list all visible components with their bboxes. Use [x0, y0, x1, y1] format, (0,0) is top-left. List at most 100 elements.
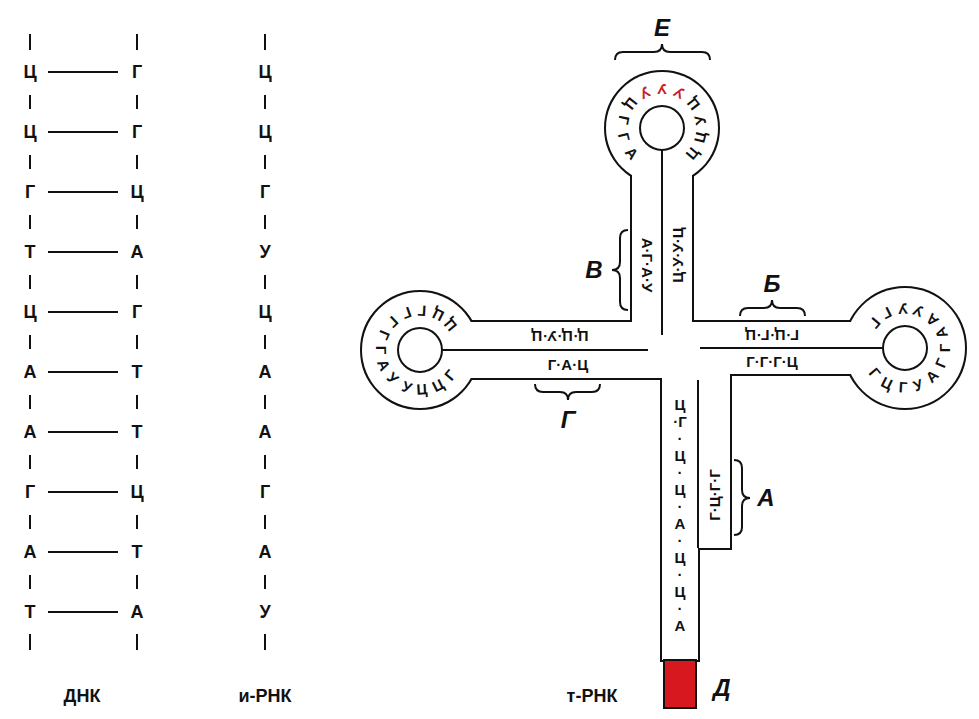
loop-nucleotide: Ц — [691, 130, 708, 144]
loop-nucleotide: Г — [400, 305, 413, 322]
nucleotide-letter: Т — [25, 603, 36, 621]
loop-nucleotide: Г — [880, 305, 894, 322]
loop-nucleotide: У — [400, 378, 414, 395]
anticodon-nucleotide: У — [672, 84, 687, 102]
loop-nucleotide: Г — [867, 365, 884, 381]
loop-nucleotide: А — [923, 310, 941, 328]
loop-nucleotide: А — [623, 144, 641, 162]
anticodon-nucleotide: У — [637, 84, 652, 102]
nucleotide-letter: Т — [25, 243, 36, 261]
loop-nucleotide: Г — [616, 131, 633, 143]
stem-sequence: Г·Г·Г·Ц — [746, 354, 797, 369]
nucleotide-letter: А — [259, 543, 272, 561]
nucleotide-letter: Ц — [130, 183, 143, 201]
nucleotide-letter: А — [24, 543, 37, 561]
trna-body — [362, 72, 965, 660]
loop-nucleotide: А — [375, 357, 393, 373]
nucleotide-letter: У — [259, 603, 270, 621]
nucleotide-letter: Г — [132, 123, 142, 141]
trna-body — [662, 340, 698, 660]
nucleotide-letter: Г — [25, 183, 35, 201]
loop-nucleotide: А — [923, 367, 941, 385]
loop-nucleotide: Г — [374, 346, 389, 355]
loop-nucleotide: Ц — [683, 95, 702, 113]
brace — [734, 460, 750, 535]
nucleotide-letter: Ц — [258, 63, 271, 81]
loop-nucleotide: У — [692, 114, 709, 126]
part-letter: Е — [654, 16, 670, 40]
trna-body — [698, 370, 730, 548]
acceptor-sequence: Ц·Г·Ц·Ц·А·Ц·Ц·А — [673, 396, 688, 634]
nucleotide-letter: У — [259, 243, 270, 261]
nucleotide-letter: А — [24, 363, 37, 381]
nucleotide-letter: Г — [260, 483, 270, 501]
nucleotide-letter: Ц — [130, 483, 143, 501]
anticodon-nucleotide: У — [657, 82, 666, 97]
loop-nucleotide: Ц — [683, 144, 702, 162]
stem-sequence: Ц·Ц·У·Ц — [531, 329, 588, 344]
brace — [535, 384, 600, 400]
nucleotide-letter: А — [259, 423, 272, 441]
loop-nucleotide: А — [932, 325, 950, 341]
part-letter: Б — [764, 272, 781, 296]
loop-nucleotide: Г — [418, 303, 427, 318]
nucleotide-letter: Т — [132, 363, 143, 381]
nucleotide-letter: Т — [132, 543, 143, 561]
loop-nucleotide: У — [898, 301, 908, 317]
nucleotide-letter: Г — [132, 63, 142, 81]
loop-nucleotide: Г — [867, 315, 884, 331]
nucleotide-letter: Ц — [258, 303, 271, 321]
loop-nucleotide: Г — [937, 344, 952, 353]
molecule-label: и-РНК — [238, 687, 291, 705]
loop-centre — [640, 106, 684, 150]
loop-nucleotide: У — [911, 303, 925, 320]
nucleotide-letter: Ц — [23, 123, 36, 141]
nucleotide-letter: Г — [132, 303, 142, 321]
loop-nucleotide: У — [911, 376, 925, 393]
nucleotide-letter: А — [131, 603, 144, 621]
loop-nucleotide: Ц — [441, 316, 460, 334]
dna-lines — [30, 34, 265, 650]
trna-outline — [698, 370, 730, 548]
stem-sequence: Г·Ц·Г·Ц — [745, 328, 799, 343]
molecule-label: ДНК — [64, 687, 101, 705]
nucleotide-letter: Ц — [258, 123, 271, 141]
loop-nucleotide: Ц — [416, 381, 428, 397]
loop-nucleotide: Г — [616, 114, 632, 125]
nucleotide-letter: А — [24, 423, 37, 441]
brace — [615, 44, 710, 60]
trna-outline — [362, 72, 965, 660]
loop-nucleotide: У — [385, 370, 402, 387]
stem-sequence: А·Г·А·У — [640, 238, 655, 293]
strand-separators — [442, 150, 883, 548]
nucleotide-letter: Г — [260, 183, 270, 201]
part-letter: Д — [713, 676, 730, 700]
loop-nucleotide: Ц — [429, 376, 446, 394]
brace — [740, 300, 805, 316]
brace — [612, 230, 628, 310]
nucleotide-letter: Ц — [23, 303, 36, 321]
braces — [535, 44, 805, 535]
stem-sequence: Г·А·Ц — [548, 357, 588, 372]
loop-centre — [398, 328, 442, 372]
loop-nucleotide: Ц — [429, 306, 446, 324]
trna-outline — [662, 340, 698, 660]
part-letter: В — [585, 258, 602, 282]
nucleotide-letter: Г — [25, 483, 35, 501]
loop-nucleotide: Г — [376, 328, 393, 342]
nucleotide-letter: Ц — [23, 63, 36, 81]
loop-nucleotide: Г — [898, 379, 907, 394]
base-pair-bonds — [48, 72, 118, 612]
part-letter: А — [757, 486, 774, 510]
nucleotide-letter: А — [131, 243, 144, 261]
molecule-label: т-РНК — [567, 687, 618, 705]
loop-nucleotide: Г — [385, 313, 401, 330]
loop-nucleotide: Ц — [622, 95, 641, 113]
nucleotide-letter: Т — [132, 423, 143, 441]
loop-nucleotide: Г — [932, 357, 949, 371]
loop-centre — [883, 326, 927, 370]
part-letter: Г — [561, 408, 576, 432]
